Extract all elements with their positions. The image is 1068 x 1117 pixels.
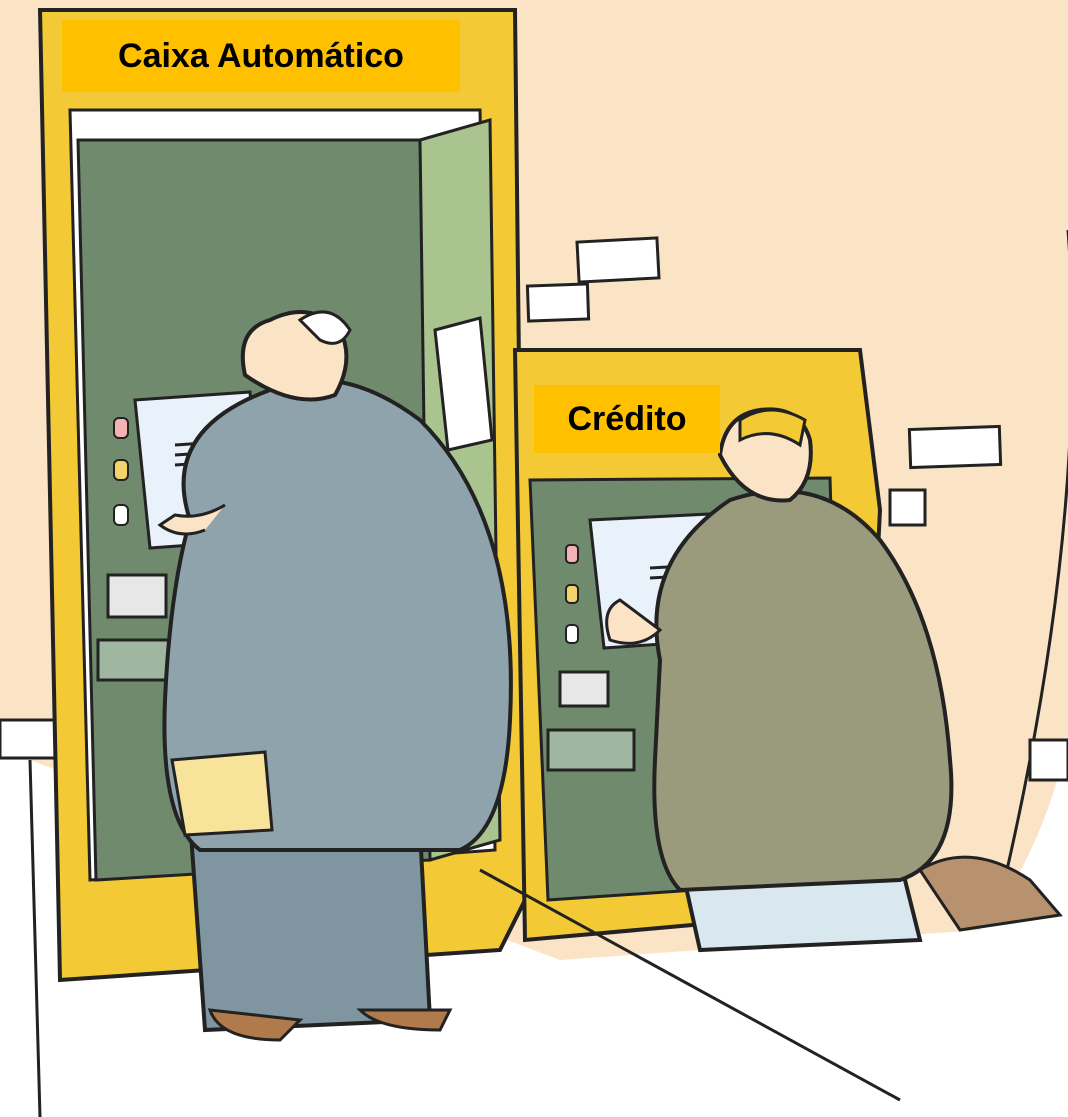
wall-edge <box>998 230 1068 901</box>
atm-label-credito: Crédito <box>534 385 720 453</box>
floor-line-2 <box>28 759 42 1117</box>
man-right <box>605 407 1063 953</box>
floor-line <box>479 868 901 1102</box>
wall-bricks <box>0 236 1068 782</box>
atm-label-caixa-automatico: Caixa Automático <box>62 20 460 92</box>
man-left <box>157 310 513 1042</box>
